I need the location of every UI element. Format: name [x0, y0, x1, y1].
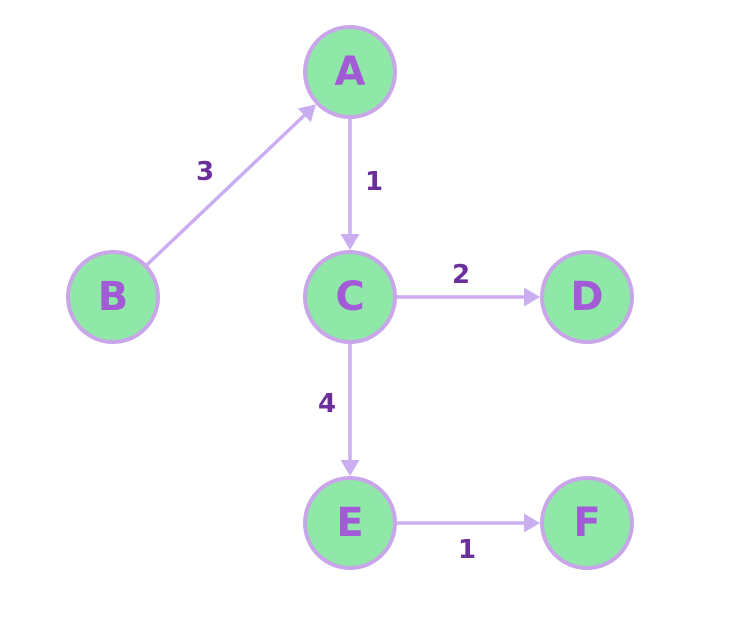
node-label-E: E — [336, 500, 364, 546]
node-F[interactable]: F — [540, 476, 634, 570]
node-C[interactable]: C — [303, 250, 397, 344]
arrowhead-icon-C-D — [524, 287, 540, 307]
node-D[interactable]: D — [540, 250, 634, 344]
arrowhead-icon-C-E — [340, 460, 360, 476]
edge-weight-C-D: 2 — [451, 260, 471, 290]
edge-weight-B-A: 3 — [195, 157, 215, 187]
node-label-D: D — [570, 274, 604, 320]
edge-B-A — [145, 114, 306, 266]
node-label-F: F — [573, 500, 601, 546]
node-A[interactable]: A — [303, 25, 397, 119]
arrowhead-icon-B-A — [297, 104, 316, 123]
node-label-A: A — [334, 49, 366, 95]
edge-weight-C-E: 4 — [317, 389, 337, 419]
node-label-B: B — [97, 274, 129, 320]
edge-weight-A-C: 1 — [364, 167, 384, 197]
node-E[interactable]: E — [303, 476, 397, 570]
node-label-C: C — [335, 274, 365, 320]
node-B[interactable]: B — [66, 250, 160, 344]
arrowhead-icon-E-F — [524, 513, 540, 533]
edge-weight-E-F: 1 — [457, 535, 477, 565]
arrowhead-icon-A-C — [340, 234, 360, 250]
